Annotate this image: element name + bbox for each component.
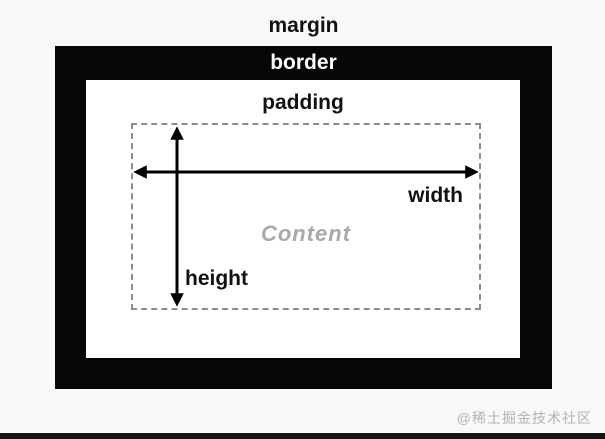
- border-box: border padding: [55, 46, 552, 389]
- height-label: height: [185, 267, 248, 290]
- margin-label: margin: [268, 14, 339, 37]
- border-label: border: [270, 51, 337, 74]
- padding-label: padding: [262, 91, 344, 114]
- width-label: width: [408, 184, 463, 207]
- content-box: [131, 123, 481, 310]
- content-label: Content: [260, 221, 352, 246]
- watermark: @稀土掘金技术社区: [456, 410, 592, 426]
- padding-area: padding: [86, 80, 520, 358]
- bottom-bar: [0, 433, 605, 439]
